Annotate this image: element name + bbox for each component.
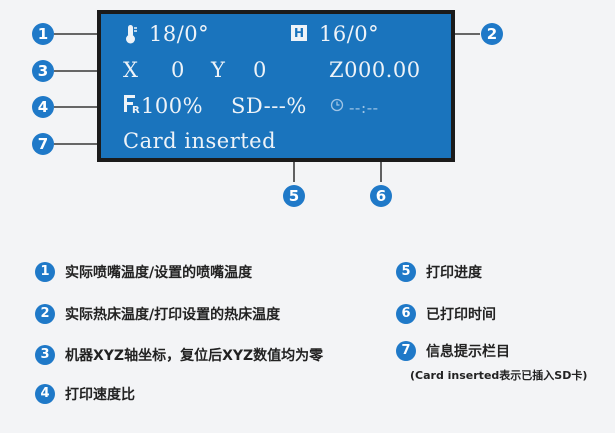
callout-badge-3: 3 bbox=[32, 60, 54, 82]
sd-card-note: (Card inserted表示已插入SD卡) bbox=[410, 369, 588, 382]
legend-item-5: 5 打印进度 bbox=[396, 262, 482, 282]
speed-icon: R bbox=[124, 95, 140, 114]
legend-number: 4 bbox=[35, 384, 55, 404]
speed-percent: 100% bbox=[141, 94, 204, 118]
legend-item-4: 4 打印速度比 bbox=[35, 384, 135, 404]
legend-number: 5 bbox=[396, 262, 416, 282]
x-value: 0 bbox=[171, 58, 185, 82]
legend-item-6: 6 已打印时间 bbox=[396, 304, 496, 324]
legend-text: 机器XYZ轴坐标，复位后XYZ数值均为零 bbox=[65, 348, 324, 364]
sd-progress: SD---% bbox=[231, 94, 307, 118]
legend-number: 7 bbox=[396, 341, 416, 361]
callout-badge-7: 7 bbox=[32, 133, 54, 155]
legend-text: 实际热床温度/打印设置的热床温度 bbox=[65, 307, 281, 323]
callout-badge-5: 5 bbox=[283, 185, 305, 207]
legend-item-1: 1 实际喷嘴温度/设置的喷嘴温度 bbox=[35, 262, 252, 282]
legend-number: 2 bbox=[35, 304, 55, 324]
callout-badge-2: 2 bbox=[481, 23, 503, 45]
legend-text: 信息提示栏目 bbox=[426, 344, 510, 360]
y-value: 0 bbox=[253, 58, 267, 82]
legend-item-2: 2 实际热床温度/打印设置的热床温度 bbox=[35, 304, 280, 324]
clock-icon bbox=[330, 98, 344, 112]
thermometer-icon bbox=[126, 25, 137, 44]
legend-item-7: 7 信息提示栏目 bbox=[396, 341, 510, 361]
svg-text:R: R bbox=[132, 105, 140, 114]
bed-temp: 16/0° bbox=[319, 22, 380, 46]
nozzle-temp: 18/0° bbox=[149, 22, 210, 46]
z-value: Z000.00 bbox=[329, 58, 421, 82]
x-label: X bbox=[123, 58, 139, 82]
status-message: Card inserted bbox=[123, 129, 277, 153]
heated-bed-icon: H bbox=[291, 25, 307, 41]
y-label: Y bbox=[211, 58, 226, 82]
legend-text: 打印进度 bbox=[426, 265, 482, 281]
legend-item-3: 3 机器XYZ轴坐标，复位后XYZ数值均为零 bbox=[35, 345, 323, 365]
lcd-screen: 18/0° H 16/0° X 0 Y 0 Z000.00 R 100% SD-… bbox=[97, 10, 455, 162]
callout-badge-6: 6 bbox=[370, 185, 392, 207]
legend-text: 实际喷嘴温度/设置的喷嘴温度 bbox=[65, 265, 253, 281]
elapsed-time: --:-- bbox=[349, 98, 379, 117]
callout-badge-1: 1 bbox=[32, 23, 54, 45]
legend-number: 1 bbox=[35, 262, 55, 282]
legend-text: 打印速度比 bbox=[65, 387, 135, 403]
legend-text: 已打印时间 bbox=[426, 307, 496, 323]
legend-number: 3 bbox=[35, 345, 55, 365]
legend-number: 6 bbox=[396, 304, 416, 324]
callout-badge-4: 4 bbox=[32, 96, 54, 118]
